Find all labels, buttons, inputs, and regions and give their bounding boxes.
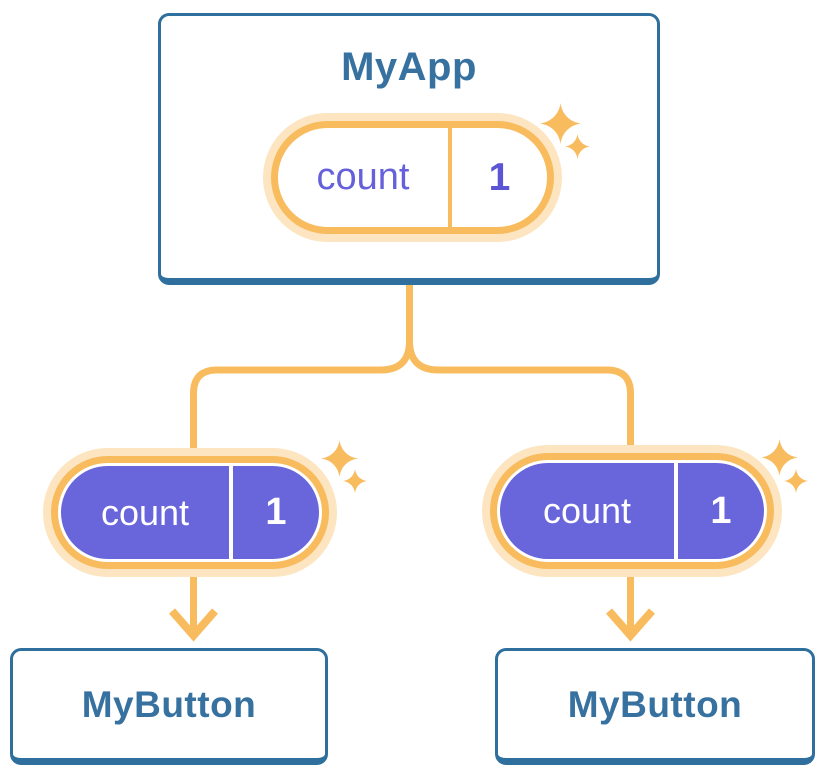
state-pill-body: count 1 [51,456,329,569]
component-title: MyButton [81,683,257,725]
connector-branch-left [190,285,413,448]
sparkle-icon [784,469,808,493]
state-name: count [100,491,190,533]
state-value: 1 [710,489,732,532]
component-title: MyApp [341,45,477,89]
state-pill-divider [448,128,452,227]
sparkle-icon [343,469,367,493]
state-pill-right-child: count 1 [482,445,782,577]
arrow-down-icon [168,608,219,642]
connector-branch-right [406,285,634,448]
state-pill-root: count 1 [263,113,562,242]
state-value: 1 [265,491,287,533]
state-pill-left-child: count 1 [43,448,337,577]
state-name: count [542,490,632,531]
arrow-down-icon [605,608,656,642]
state-name: count [316,156,410,198]
state-value: 1 [488,155,511,199]
sparkle-icon [540,103,581,144]
state-pill-sections: count 1 [500,463,764,559]
component-title: MyButton [567,683,743,725]
state-pill-divider [674,463,678,559]
state-pill-body: count 1 [490,453,774,569]
sparkle-icon [565,134,590,159]
state-pill-body: count 1 [271,121,554,234]
component-card-mybutton-left: MyButton [10,648,328,765]
sparkle-icon [321,440,358,477]
state-pill-divider [229,466,233,559]
sparkle-icon [761,439,798,476]
state-pill-sections: count 1 [61,466,319,559]
state-pill-sections: count 1 [278,128,547,227]
component-card-mybutton-right: MyButton [495,648,815,765]
